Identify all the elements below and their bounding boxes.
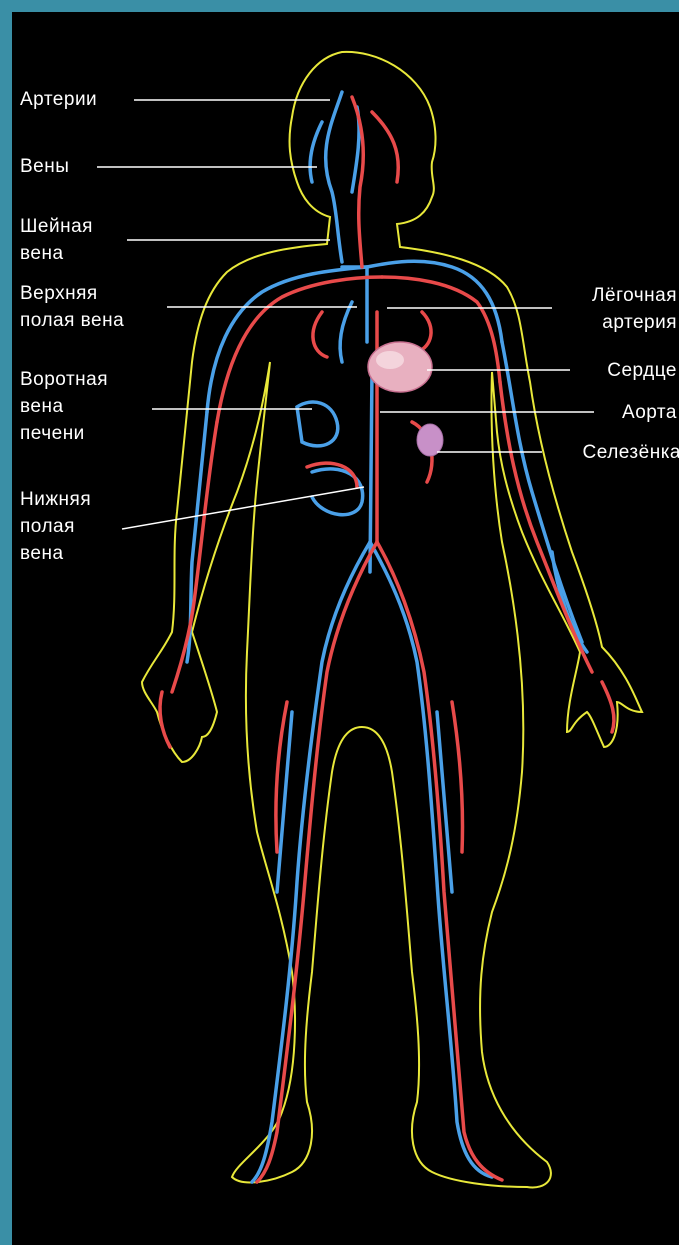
label-pulmonary-artery: Лёгочная артерия bbox=[592, 282, 677, 336]
label-veins: Вены bbox=[20, 153, 69, 180]
circulatory-system-illustration bbox=[12, 12, 679, 1245]
label-heart: Сердце bbox=[607, 357, 677, 384]
label-hepatic-portal-vein: Воротная вена печени bbox=[20, 366, 108, 447]
label-inferior-vena-cava: Нижняя полая вена bbox=[20, 486, 91, 567]
arteries-network bbox=[160, 97, 614, 1182]
label-aorta: Аорта bbox=[622, 399, 677, 426]
heart-highlight bbox=[376, 351, 404, 369]
label-spleen: Селезёнка bbox=[583, 439, 679, 466]
heart-shape bbox=[368, 342, 432, 392]
label-superior-vena-cava: Верхняя полая вена bbox=[20, 280, 124, 334]
diagram-frame: Артерии Вены Шейная вена Верхняя полая в… bbox=[12, 12, 679, 1245]
leader-inferior-vena-cava bbox=[122, 487, 364, 529]
spleen-shape bbox=[417, 424, 443, 456]
label-arteries: Артерии bbox=[20, 86, 97, 113]
label-jugular-vein: Шейная вена bbox=[20, 213, 93, 267]
